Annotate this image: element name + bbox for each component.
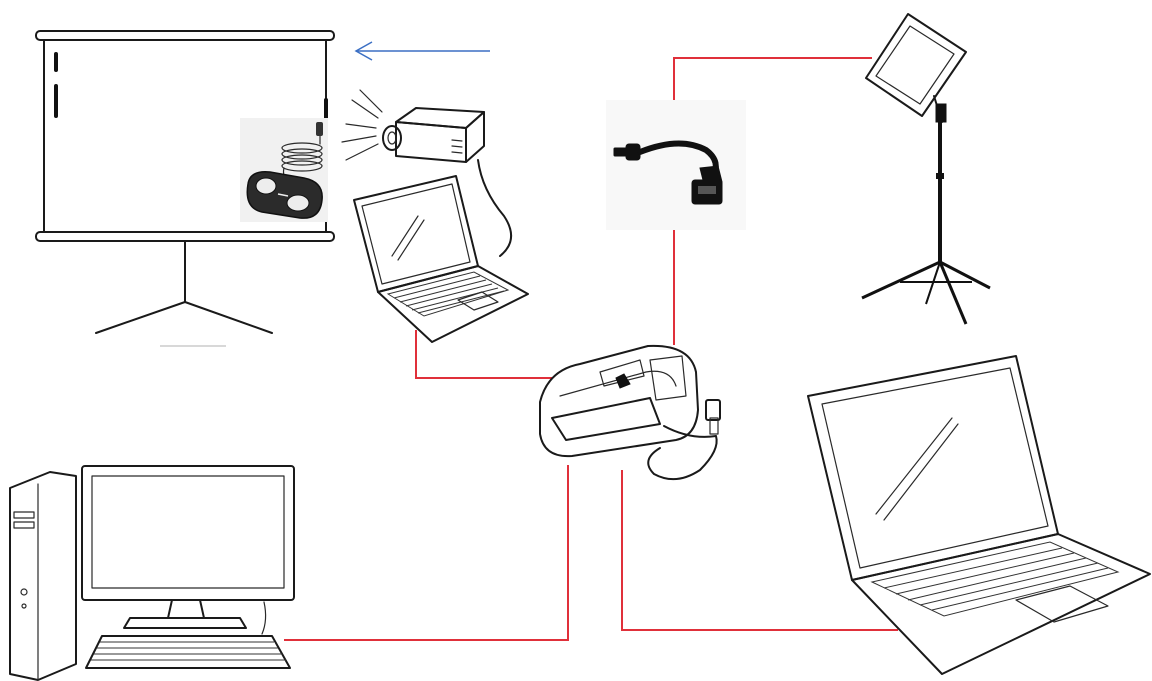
pc-tower — [10, 472, 76, 680]
projector-lens — [383, 126, 401, 150]
light-rays — [342, 90, 382, 160]
projector-cable — [478, 160, 511, 256]
connection-adapter-to-tablet — [674, 58, 872, 100]
connection-hub-to-desktop — [284, 465, 568, 640]
laptop-icon — [808, 356, 1150, 674]
foot-pedal-icon — [240, 118, 328, 222]
desktop-computer-icon — [10, 466, 294, 680]
pc-monitor — [82, 466, 294, 600]
connection-hub-to-large-laptop — [622, 470, 898, 630]
usb-hub-icon — [540, 346, 720, 479]
hub-cable — [648, 426, 716, 479]
connection-laptop-small-to-hub — [416, 330, 552, 378]
usb-otg-adapter-icon — [606, 100, 746, 230]
pc-keyboard — [86, 636, 290, 668]
laptop-icon — [354, 176, 528, 342]
tripod-leg-left — [96, 302, 185, 333]
tripod-leg-right — [185, 302, 272, 333]
hub-body — [540, 346, 698, 456]
tablet-stand-icon — [862, 14, 990, 324]
laptop-large-lid — [808, 356, 1058, 580]
arrow-to-screen — [356, 42, 490, 60]
screen-top-roller — [36, 31, 334, 40]
projector-icon — [342, 90, 511, 256]
screen-bottom-roller — [36, 232, 334, 241]
